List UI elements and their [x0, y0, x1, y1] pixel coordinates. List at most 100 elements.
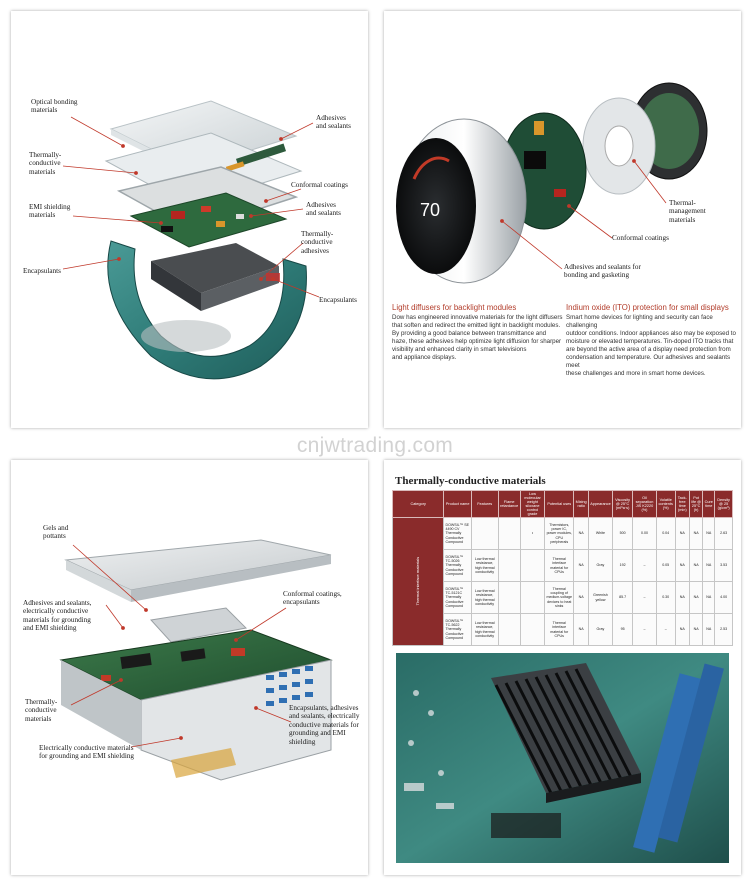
table-header: Low molecular weight siloxane control gr…	[519, 490, 546, 518]
label-encapsulants-left: Encapsulants	[23, 267, 61, 275]
table-cell: Thermistors, power IC, power modules, CP…	[544, 517, 575, 550]
table-cell: NA	[688, 517, 704, 550]
table-cell: 0.04	[655, 517, 676, 550]
table-cell: –	[632, 613, 657, 646]
thermostat-display-value: 70	[420, 200, 440, 220]
table-cell: 4.00	[714, 581, 733, 614]
table-cell: –	[655, 613, 676, 646]
category-cell: Thermal interface materials	[391, 517, 445, 646]
table-cell: Low thermal resistance, high thermal con…	[470, 581, 499, 614]
table-cell: •	[519, 517, 546, 550]
body-ito-protection: Smart home devices for lighting and secu…	[566, 314, 736, 377]
table-cell	[497, 549, 521, 582]
table-cell: NA	[688, 613, 704, 646]
table-cell: Low thermal resistance, high thermal con…	[470, 613, 499, 646]
table-header: Potential uses	[544, 490, 575, 518]
table-cell: NA	[573, 581, 589, 614]
table-cell: 95	[611, 613, 634, 646]
table-header: Density @ 25 (g/cm³)	[714, 490, 733, 518]
label-gels-pottants: Gels and pottants	[43, 524, 69, 541]
table-cell	[497, 581, 521, 614]
table-cell: 0.00	[632, 517, 657, 550]
table-header: Pot life @ 25°C (h)	[688, 490, 704, 518]
table-cell: Gray	[588, 549, 613, 582]
table-row: DOWSIL™ TC-5622 Thermally Conductive Com…	[393, 613, 733, 646]
panel-thermostat-diagram: 70 Thermal- management materials Conform…	[384, 11, 741, 428]
label-thermal-management: Thermal- management materials	[669, 199, 706, 224]
label-thermally-conductive-server: Thermally- conductive materials	[25, 698, 58, 723]
table-cell	[470, 517, 499, 550]
table-cell: DOWSIL™ TC-5121C Thermally Conductive Co…	[443, 581, 472, 614]
table-cell: 500	[611, 517, 634, 550]
label-emi-shielding: EMI shielding materials	[29, 203, 71, 220]
table-header: Oil separation JIS K2220 (%)	[632, 490, 657, 518]
heading-ito-protection: Indium oxide (ITO) protection for small …	[566, 303, 729, 312]
label-encapsulants-right: Encapsulants	[319, 296, 357, 304]
table-cell: NA	[674, 517, 690, 550]
thermostat-exploded-illustration: 70	[396, 82, 708, 284]
table-cell: NA	[674, 581, 690, 614]
table-cell: NA	[688, 581, 704, 614]
table-header: Cure time	[702, 490, 716, 518]
table-header: Viscosity @ 25°C (mPa·s)	[611, 490, 634, 518]
table-cell: Greenish yellow	[588, 581, 613, 614]
table-cell: –	[632, 549, 657, 582]
table-header: Tack-free time (min)	[674, 490, 690, 518]
label-encapsulants-adhesives: Encapsulants, adhesives and sealants, el…	[289, 704, 360, 746]
heatsink-photo	[396, 653, 729, 863]
table-cell: Thermal interface material for CPUs	[544, 613, 575, 646]
table-header: Volatile contents (%)	[655, 490, 676, 518]
label-optical-bonding: Optical bonding materials	[31, 98, 78, 115]
table-cell: NA	[702, 517, 716, 550]
table-header: Appearance	[588, 490, 613, 518]
table-cell: 85.7	[611, 581, 634, 614]
body-light-diffusers: Dow has engineered innovative materials …	[392, 314, 563, 361]
table-cell: Low thermal resistance, high thermal con…	[470, 549, 499, 582]
label-conformal-coatings: Conformal coatings	[291, 181, 348, 189]
table-cell: NA	[573, 549, 589, 582]
table-cell: NA	[688, 549, 704, 582]
panel-server-diagram: Gels and pottants Adhesives and sealants…	[11, 460, 368, 875]
table-cell: DOWSIL™ TC-5026 Thermally Conductive Com…	[443, 549, 472, 582]
table-row: DOWSIL™ TC-5026 Thermally Conductive Com…	[393, 549, 733, 582]
table-cell	[519, 549, 546, 582]
table-cell: White	[588, 517, 613, 550]
table-header: Mixing ratio	[573, 490, 589, 518]
table-cell: 2.53	[714, 613, 733, 646]
server-exploded-illustration	[59, 539, 333, 781]
label-adhesives-sealants-2: Adhesives and sealants	[306, 201, 341, 218]
label-adhesives-sealants: Adhesives and sealants	[316, 114, 351, 131]
panel-wearable-diagram: Optical bonding materials Adhesives and …	[11, 11, 368, 428]
table-header: Features	[470, 490, 499, 518]
label-thermally-conductive: Thermally- conductive materials	[29, 151, 62, 176]
table-cell: NA	[702, 549, 716, 582]
table-cell: –	[632, 581, 657, 614]
table-header: Category	[391, 490, 445, 518]
label-adhesives-electrically-conductive: Adhesives and sealants, electrically con…	[23, 599, 92, 633]
table-cell	[497, 517, 521, 550]
table-cell: 3.53	[714, 549, 733, 582]
label-conformal-coatings-thermostat: Conformal coatings	[612, 234, 669, 242]
label-thermally-conductive-adhesives: Thermally- conductive adhesives	[301, 230, 334, 255]
table-cell: NA	[674, 613, 690, 646]
table-cell	[497, 613, 521, 646]
label-conformal-encapsulants: Conformal coatings, encapsulants	[283, 590, 342, 607]
panel-thermal-table: Thermally-conductive materials Category …	[384, 460, 741, 875]
category-label: Thermal interface materials	[415, 557, 421, 606]
table-header: Flame retardance	[497, 490, 521, 518]
table-title: Thermally-conductive materials	[395, 475, 546, 487]
watermark-text: cnjwtrading.com	[296, 434, 454, 457]
table-cell: NA	[702, 613, 716, 646]
table-row: DOWSIL™ TC-5121C Thermally Conductive Co…	[393, 581, 733, 614]
table-header-row: Category Product name Features Flame ret…	[391, 490, 733, 518]
table-cell: NA	[702, 581, 716, 614]
thermal-materials-table: Category Product name Features Flame ret…	[391, 490, 733, 646]
wearable-exploded-illustration	[104, 100, 307, 380]
heading-light-diffusers: Light diffusers for backlight modules	[392, 303, 517, 312]
table-cell: Thermal interface material for CPUs	[544, 549, 575, 582]
table-cell: 192	[611, 549, 634, 582]
table-cell: DOWSIL™ SE 4490 CV Thermally Conductive …	[443, 517, 472, 550]
table-cell: 0.05	[655, 549, 676, 582]
table-cell: DOWSIL™ TC-5622 Thermally Conductive Com…	[443, 613, 472, 646]
label-adhesives-bonding: Adhesives and sealants for bonding and g…	[564, 263, 641, 280]
